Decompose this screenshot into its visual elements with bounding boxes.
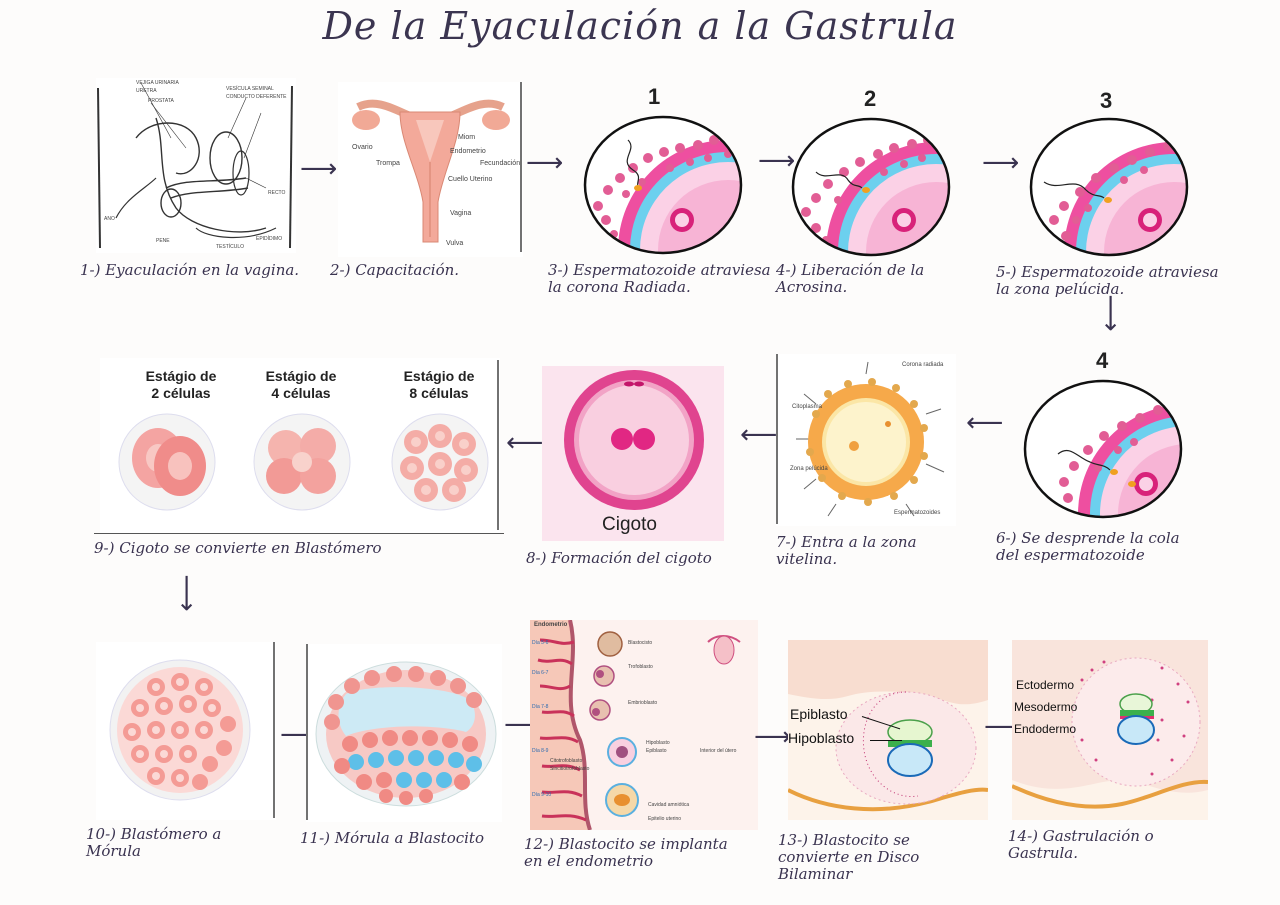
fertilization-number-3: 3 — [1100, 88, 1113, 113]
pelvis-label-uretra: URETRA — [136, 88, 157, 94]
step-1-caption: 1-) Eyaculación en la vagina. — [80, 261, 300, 279]
arrow-right-icon: ⟶ — [300, 154, 338, 184]
step-8-caption: 8-) Formación del cigoto — [526, 549, 712, 567]
implantation-label-trofoblasto: Trofoblasto — [628, 664, 653, 670]
implantation-label-embrioblasto: Embrioblasto — [628, 700, 658, 706]
step-4-caption: 4-) Liberación de la Acrosina. — [776, 261, 925, 296]
implantation-label-day-6: Día 6-7 — [532, 670, 549, 676]
arrow-down-icon: ⟶ — [1095, 294, 1126, 332]
uterus-label-trompa: Trompa — [376, 160, 400, 167]
fertilization-step-2 — [786, 112, 956, 262]
uterus-label-cuello: Cuello Uterino — [448, 176, 493, 183]
page-title: De la Eyaculación a la Gastrula — [322, 4, 958, 48]
step-10-caption: 10-) Blastómero a Mórula — [86, 825, 222, 860]
pelvis-label-recto: RECTO — [268, 190, 286, 196]
step-13-caption: 13-) Blastocito se convierte en Disco Bi… — [778, 831, 920, 883]
ectoderm-label: Ectodermo — [1016, 678, 1075, 692]
step-6-caption: 6-) Se desprende la cola del espermatozo… — [996, 529, 1180, 564]
uterus-label-vagina: Vagina — [450, 210, 472, 217]
step-2-caption: 2-) Capacitación. — [330, 261, 460, 279]
gastrula-illustration: Ectodermo Mesodermo Endodermo — [1012, 640, 1208, 820]
uterus-label-fecundacion: Fecundación — [480, 160, 521, 167]
implantation-label-interior: Interior del útero — [700, 748, 737, 754]
arrow-left-icon: ⟵ — [740, 420, 778, 450]
fertilization-number-2: 2 — [864, 86, 877, 111]
bilaminar-disc-illustration: Epiblasto Hipoblasto — [788, 640, 988, 820]
step-14-caption: 14-) Gastrulación o Gastrula. — [1008, 827, 1154, 862]
oocyte-label-esperma: Espermatozoides — [894, 510, 941, 516]
implantation-label-hipoblasto: Hipoblasto — [646, 740, 670, 746]
implantation-label-day-5: Día 5-6 — [532, 640, 549, 646]
step-11-caption: 11-) Mórula a Blastocito — [300, 829, 484, 847]
arrow-right-icon: ⟶ — [754, 722, 792, 752]
implantation-label-blastocisto: Blastocisto — [628, 640, 653, 646]
pelvis-label-ano: ANO — [104, 216, 115, 222]
pelvis-label-conducto: CONDUCTO DEFERENTE — [226, 94, 287, 100]
implantation-illustration: Endometrio Día 5-6 Día 6-7 Día 7-8 Día 8… — [530, 620, 758, 830]
oocyte-label-corona: Corona radiada — [902, 362, 944, 368]
uterus-label-vulva: Vulva — [446, 240, 464, 247]
uterus-illustration: Ovario Trompa Miom Endometrio Fecundació… — [338, 82, 523, 257]
pelvis-label-vesicula: VESÍCULA SEMINAL — [226, 86, 274, 92]
implantation-label-citotrofoblasto: Citotrofoblasto — [550, 758, 583, 764]
cleavage-stages-illustration: Estágio de 2 células Estágio de 4 célula… — [100, 358, 500, 533]
implantation-label-day-9: Día 9-10 — [532, 792, 552, 798]
arrow-right-icon: ⟶ — [982, 148, 1020, 178]
implantation-label-epiblasto: Epiblasto — [646, 748, 667, 754]
oocyte-label-citoplasma: Citoplasma — [792, 404, 823, 410]
uterus-label-ovario: Ovario — [352, 144, 373, 151]
fertilization-step-1 — [578, 110, 748, 260]
stage-2-cells-label: Estágio de 2 células — [145, 368, 217, 401]
step-3-caption: 3-) Espermatozoide atraviesa la corona R… — [548, 261, 771, 296]
implantation-label-sincitio: Sincitiotrofoblasto — [550, 766, 590, 772]
step-9-caption: 9-) Cigoto se convierte en Blastómero — [94, 539, 382, 557]
pelvis-label-vejiga: VEJIGA URINARIA — [136, 80, 179, 86]
implantation-label-cavidad: Cavidad amniótica — [648, 802, 690, 808]
uterus-label-endometrio: Endometrio — [450, 148, 486, 155]
pelvis-label-pene: PENE — [156, 238, 170, 244]
divider — [94, 533, 504, 534]
fertilization-step-4 — [1018, 374, 1188, 524]
implantation-label-day-8: Día 8-9 — [532, 748, 549, 754]
stage-4-cells-label: Estágio de 4 células — [265, 368, 337, 401]
mesoderm-label: Mesodermo — [1014, 700, 1078, 714]
arrow-right-icon: ⟶ — [758, 146, 796, 176]
hypoblast-label: Hipoblasto — [788, 730, 855, 746]
male-pelvis-illustration: VEJIGA URINARIA URETRA PROSTATA VESÍCULA… — [96, 78, 296, 253]
implantation-label-endometrio: Endometrio — [534, 622, 568, 628]
arrow-left-icon: ⟵ — [966, 408, 1004, 438]
step-5-caption: 5-) Espermatozoide atraviesa la zona pel… — [996, 263, 1219, 298]
pelvis-label-epididimo: EPIDÍDIMO — [256, 236, 283, 242]
stage-8-cells-label: Estágio de 8 células — [403, 368, 475, 401]
epiblast-label: Epiblasto — [790, 706, 848, 722]
oocyte-illustration: Corona radiada Citoplasma Zona pelúcida … — [776, 354, 956, 526]
step-7-caption: 7-) Entra a la zona vitelina. — [776, 533, 917, 568]
implantation-label-day-7: Día 7-8 — [532, 704, 549, 710]
oocyte-label-zona: Zona pelúcida — [790, 466, 828, 472]
fertilization-step-3 — [1024, 112, 1194, 262]
pelvis-label-testiculo: TESTÍCULO — [216, 244, 245, 250]
uterus-label-miom: Miom — [458, 134, 476, 141]
fertilization-number-1: 1 — [648, 84, 661, 109]
implantation-label-epitelio: Epitelio uterino — [648, 816, 682, 822]
arrow-right-icon: ⟶ — [526, 148, 564, 178]
blastocyst-illustration — [306, 644, 502, 822]
zygote-illustration: Cigoto — [542, 366, 724, 541]
endoderm-label: Endodermo — [1014, 722, 1077, 736]
arrow-left-icon: ⟵ — [506, 428, 544, 458]
pelvis-label-prostata: PROSTATA — [148, 98, 174, 104]
step-12-caption: 12-) Blastocito se implanta en el endome… — [524, 835, 728, 870]
fertilization-number-4: 4 — [1096, 348, 1109, 373]
zygote-label: Cigoto — [602, 514, 657, 535]
morula-illustration — [96, 642, 276, 820]
pointer-line — [870, 740, 902, 741]
arrow-down-icon: ⟶ — [171, 574, 202, 612]
